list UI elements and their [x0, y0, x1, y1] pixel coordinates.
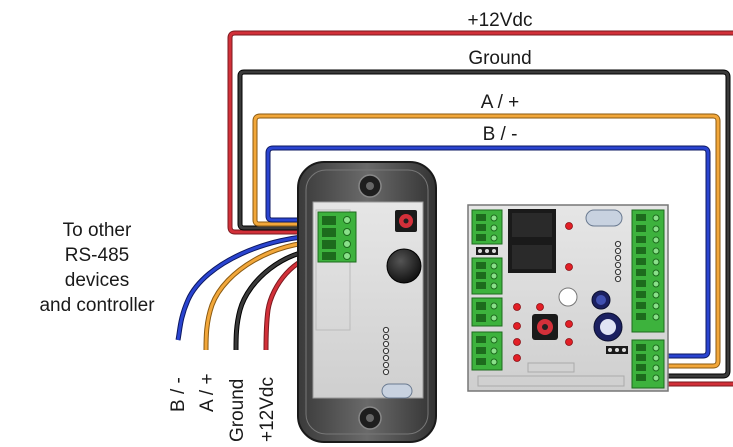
reader-screw-top [358, 174, 382, 198]
controller-terminal-left-mid [471, 257, 503, 295]
label-b-minus-top: B / - [483, 124, 518, 145]
wire-ground-out [233, 247, 321, 351]
side-note-line: devices [64, 270, 130, 291]
controller-board [467, 204, 669, 392]
controller-capacitor-small [591, 290, 611, 310]
controller-terminal-right-upper [631, 209, 665, 333]
label-a-plus-top: A / + [481, 92, 520, 113]
controller-led-window [585, 209, 623, 227]
reader-device [297, 161, 437, 443]
label-a-plus-bottom: A / + [197, 373, 218, 412]
reader-rotary-switch [395, 210, 417, 232]
controller-capacitor-large [593, 312, 623, 342]
label-12vdc-bottom: +12Vdc [257, 377, 278, 442]
label-ground-top: Ground [468, 48, 531, 69]
reader-pin-header [382, 326, 390, 376]
controller-jumper [476, 247, 498, 255]
label-ground-bottom: Ground [227, 379, 248, 442]
controller-relay-2 [508, 241, 556, 273]
controller-pin-header [614, 240, 622, 283]
reader-terminal-block [317, 211, 357, 263]
controller-terminal-left-low [471, 297, 503, 327]
wire-b-minus-loop [265, 145, 711, 359]
controller-rotary-switch [532, 314, 558, 340]
wire-b-minus-out [175, 233, 321, 341]
reader-screw-bottom [358, 406, 382, 430]
reader-buzzer [386, 248, 422, 284]
wire-a-plus-out [203, 239, 321, 351]
wire-a-plus-loop [252, 113, 721, 369]
controller-terminal-rs485 [631, 339, 665, 389]
side-note-line: and controller [39, 295, 155, 316]
reader-led-window [381, 383, 413, 399]
controller-status-leds [513, 222, 573, 362]
controller-terminal-left-upper [471, 209, 503, 245]
side-note-line: To other [62, 220, 132, 241]
controller-jumper-right [606, 346, 628, 354]
controller-relay-1 [508, 209, 556, 241]
controller-terminal-left-bottom [471, 331, 503, 371]
controller-white-led [558, 287, 578, 307]
side-note: To other RS-485 devices and controller [4, 218, 190, 318]
label-b-minus-bottom: B / - [168, 377, 189, 412]
side-note-line: RS-485 [64, 245, 130, 266]
label-12vdc-top: +12Vdc [468, 10, 533, 31]
wire-ground-loop [237, 69, 731, 379]
